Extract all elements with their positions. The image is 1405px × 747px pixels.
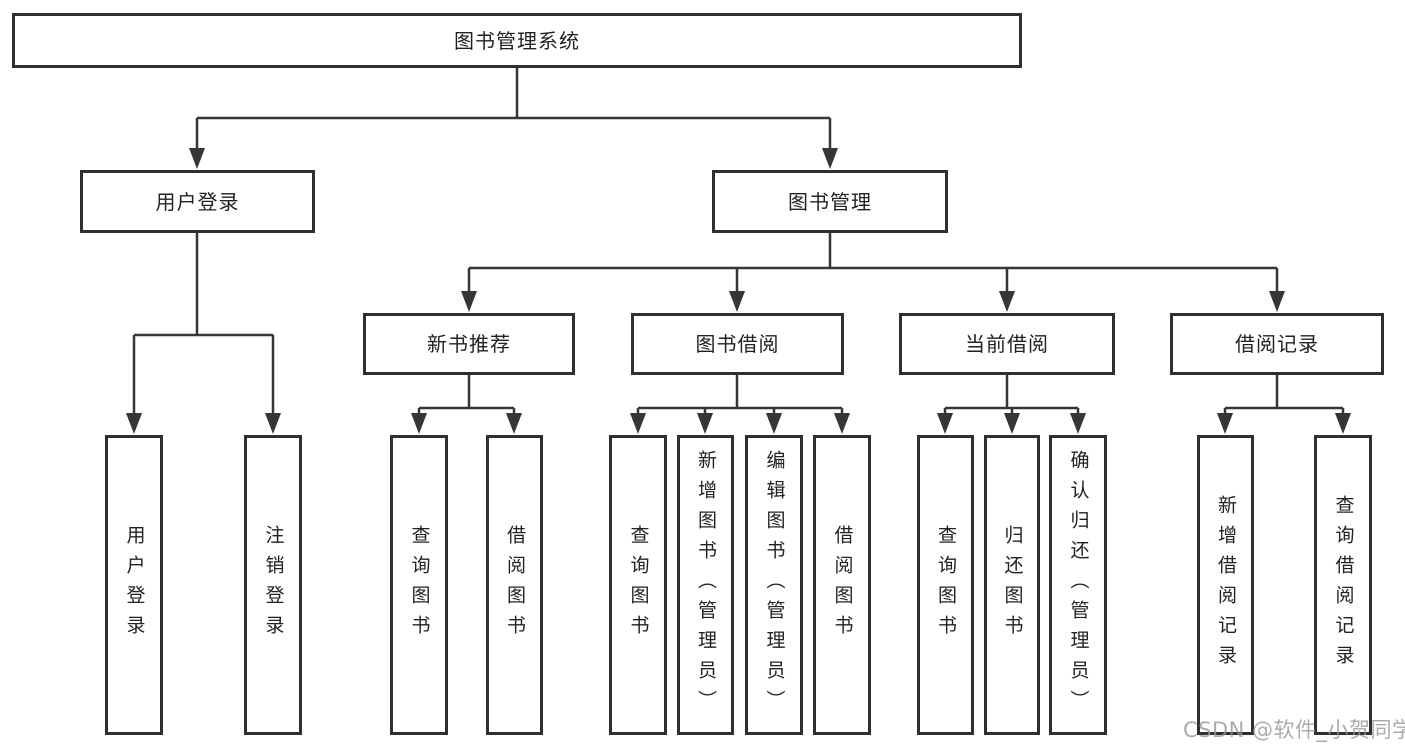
leaf-newbook-query-books: 查询图书 [390, 435, 448, 735]
leaf-borrow-borrow-books: 借阅图书 [813, 435, 871, 735]
leaf-newbook-borrow-books: 借阅图书 [486, 435, 543, 735]
arrowheads [126, 148, 1351, 434]
leaf-records-query-record: 查询借阅记录 [1314, 435, 1372, 735]
connector-paths [132, 68, 1345, 420]
node-user-login-module: 用户登录 [80, 170, 315, 233]
leaf-borrow-add-books-admin: 新增图书（管理员） [677, 435, 734, 735]
leaf-logout: 注销登录 [244, 435, 302, 735]
leaf-user-login: 用户登录 [105, 435, 163, 735]
node-borrowing-records: 借阅记录 [1170, 313, 1384, 375]
csdn-watermark: CSDN @软件_小贺同学 [1183, 718, 1405, 742]
node-root-system: 图书管理系统 [12, 13, 1022, 68]
leaf-borrow-query-books: 查询图书 [609, 435, 667, 735]
leaf-borrow-edit-books-admin: 编辑图书（管理员） [745, 435, 803, 735]
leaf-records-add-record: 新增借阅记录 [1197, 435, 1254, 735]
leaf-current-confirm-return-admin: 确认归还（管理员） [1049, 435, 1107, 735]
node-book-borrowing: 图书借阅 [631, 313, 844, 375]
leaf-current-return-books: 归还图书 [984, 435, 1040, 735]
leaf-current-query-books: 查询图书 [917, 435, 974, 735]
node-current-borrowing: 当前借阅 [899, 313, 1115, 375]
node-new-book-recommend: 新书推荐 [363, 313, 575, 375]
node-book-management-module: 图书管理 [712, 170, 948, 233]
